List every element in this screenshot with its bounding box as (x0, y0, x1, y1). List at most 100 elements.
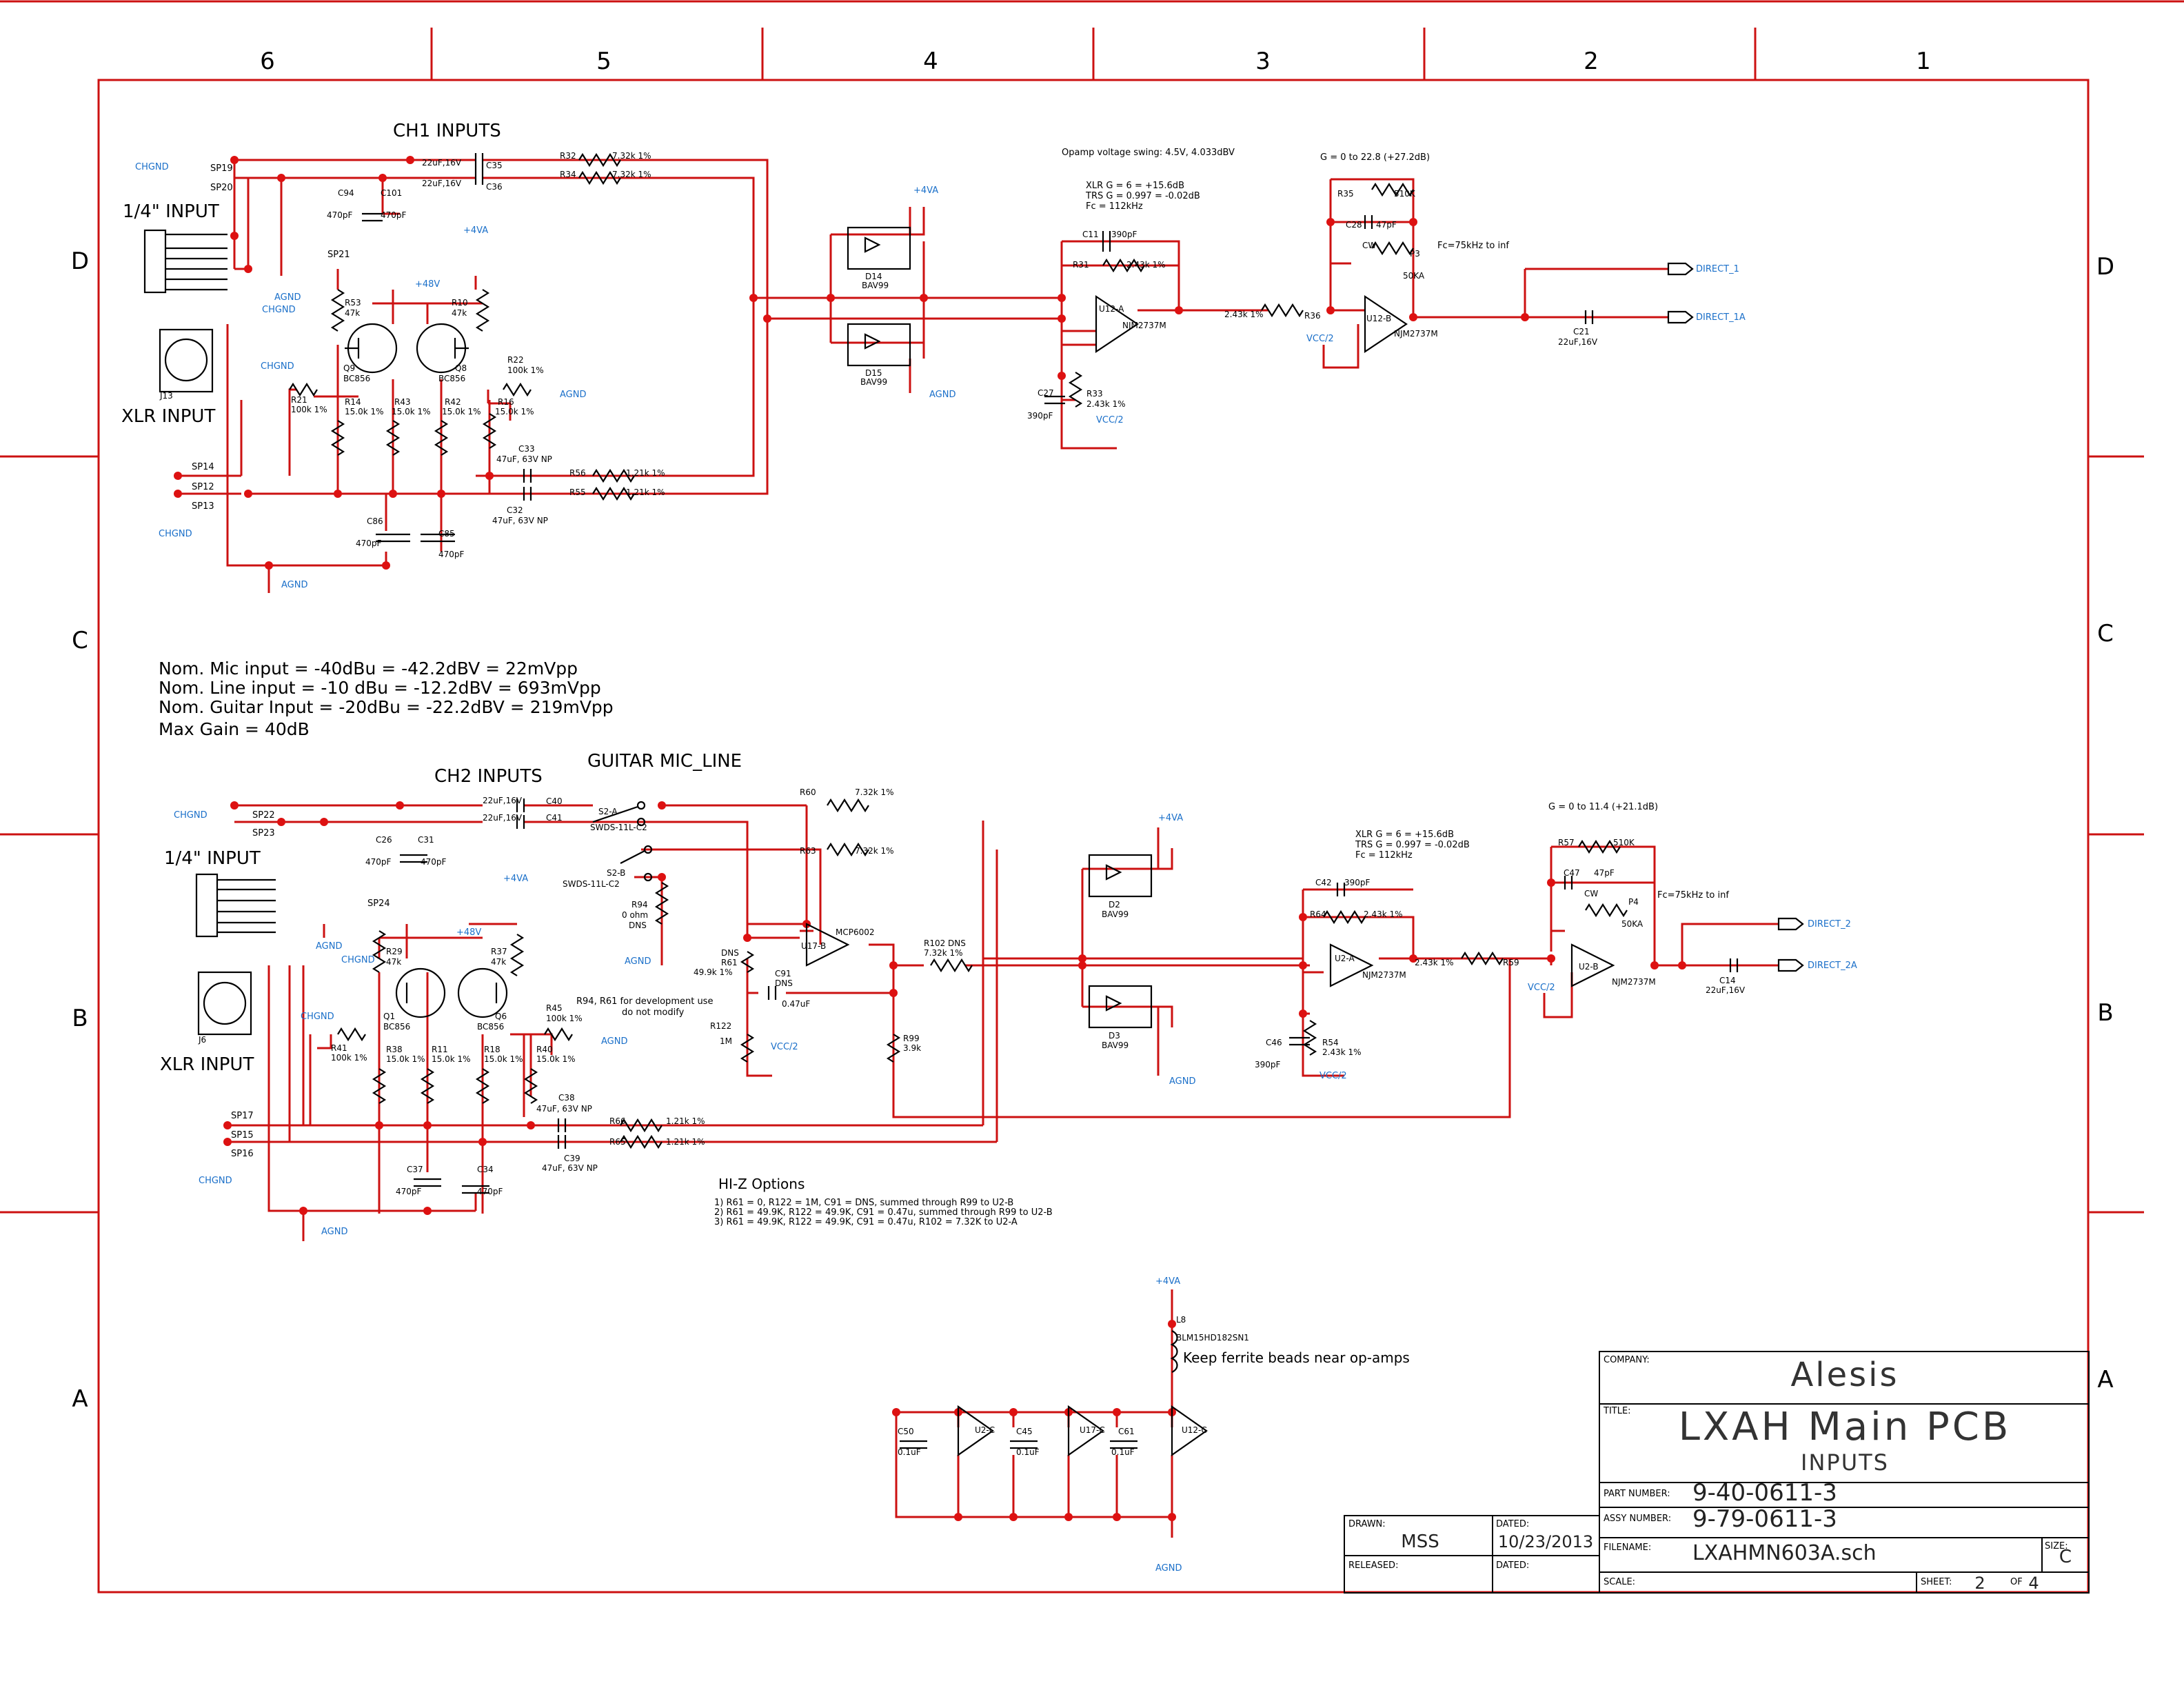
ch2-quarter-input-label: 1/4" INPUT (164, 848, 261, 869)
q9-label: Q9 (343, 363, 355, 373)
drawing-subtitle: INPUTS (1801, 1449, 1889, 1476)
r35-value: 510K (1394, 189, 1416, 199)
c39-label: C39 (564, 1154, 580, 1163)
ch2-vcc2-u17b-label: VCC/2 (771, 1042, 798, 1052)
sp16-label: SP16 (231, 1149, 254, 1159)
ch2-48v-label: +48V (456, 927, 481, 938)
direct-1a-port-label: DIRECT_1A (1696, 312, 1746, 323)
row-label-c-right: C (2097, 620, 2114, 647)
r94-value-dns: DNS (629, 921, 647, 930)
r99-label: R99 (903, 1034, 920, 1043)
guitar-mic-line-label: GUITAR MIC_LINE (587, 751, 742, 772)
p4-label: P4 (1628, 897, 1639, 907)
sp12-label: SP12 (192, 482, 214, 492)
r31-label: R31 (1073, 260, 1089, 270)
ch2-labels: CH2 INPUTS GUITAR MIC_LINE 1/4" INPUT XL… (160, 751, 1857, 1237)
d14-label: D14 (865, 272, 882, 281)
r53-label: R53 (345, 298, 361, 308)
ch2-xlr-connector-symbol (203, 981, 247, 1025)
company-name: Alesis (1790, 1356, 1899, 1394)
power-section-labels: +4VA L8 BLM15HD182SN1 Keep ferrite beads… (898, 1276, 1410, 1574)
ferrite-note: Keep ferrite beads near op-amps (1183, 1349, 1410, 1366)
c37-label: C37 (407, 1165, 423, 1174)
c21-label: C21 (1573, 327, 1590, 336)
p4-value: 50KA (1621, 919, 1644, 929)
ch1-fc-inf-note: Fc=75kHz to inf (1437, 241, 1509, 251)
c94-value: 470pF (327, 210, 353, 220)
col-label-5: 5 (596, 48, 611, 75)
u2c-label: U2-C (975, 1425, 995, 1435)
power-wires (895, 1289, 1173, 1538)
r64-value: 2.43k 1% (1364, 910, 1403, 919)
r11-value: 15.0k 1% (432, 1054, 471, 1064)
d3-label: D3 (1109, 1031, 1120, 1041)
d2-label: D2 (1109, 900, 1120, 910)
l8-label: L8 (1176, 1315, 1186, 1325)
r29-value: 47k (386, 957, 401, 967)
grid-labels: 6 5 4 3 2 1 D C B A D C B A (71, 48, 2114, 1413)
r55-label: R55 (569, 488, 586, 497)
r14-value: 15.0k 1% (345, 407, 384, 416)
note-max-gain: Max Gain = 40dB (159, 719, 310, 739)
u12a-label: U12-A (1099, 304, 1124, 314)
ch1-chgnd-top-label: CHGND (135, 162, 169, 172)
r53-value: 47k (345, 308, 360, 318)
ch1-chgnd-right-label: CHGND (261, 361, 294, 372)
r56-label: R56 (569, 468, 586, 478)
sheet-border (0, 0, 2184, 1594)
ch2-chgnd-mid-label: CHGND (341, 955, 375, 965)
ch1-xlr-input-label: XLR INPUT (121, 406, 215, 427)
r122-value: 1M (720, 1036, 732, 1046)
r38-label: R38 (386, 1045, 403, 1054)
r14-label: R14 (345, 397, 361, 407)
ch1-quarter-jack-symbol (143, 229, 167, 294)
of-value: 4 (2028, 1574, 2039, 1593)
r16-value: 15.0k 1% (495, 407, 534, 416)
c34-label: C34 (477, 1165, 494, 1174)
row-label-a-right: A (2097, 1366, 2113, 1394)
u2a-value: NJM2737M (1362, 970, 1406, 980)
c34-value: 470pF (477, 1187, 503, 1196)
ch1-4va-label: +4VA (463, 225, 488, 236)
r40-label: R40 (536, 1045, 553, 1054)
ch1-xlr-gain-note: XLR G = 6 = +15.6dB (1086, 181, 1184, 191)
c36-label: C36 (486, 182, 503, 192)
direct-2-port-label: DIRECT_2 (1808, 919, 1851, 930)
hiz-options-note: HI-Z Options 1) R61 = 0, R122 = 1M, C91 … (714, 1176, 1053, 1227)
ch2-agnd-left-label: AGND (316, 941, 342, 952)
c61-label: C61 (1118, 1427, 1135, 1436)
u17c-opamp-symbol (1067, 1405, 1104, 1457)
direct-2a-port-label: DIRECT_2A (1808, 961, 1857, 971)
row-label-b-right: B (2097, 999, 2113, 1027)
r63-value: 7.32k 1% (855, 846, 894, 856)
power-4va-label: +4VA (1155, 1276, 1180, 1287)
note-guitar-level: Nom. Guitar Input = -20dBu = -22.2dBV = … (159, 697, 614, 717)
sp19-label: SP19 (210, 163, 233, 174)
c28-value: 47pF (1376, 220, 1397, 230)
drawing-title: LXAH Main PCB (1679, 1405, 2012, 1449)
col-label-4: 4 (923, 48, 938, 75)
r57-value: 510K (1613, 838, 1635, 847)
col-label-6: 6 (260, 48, 275, 75)
sheet-label: SHEET: (1921, 1577, 1952, 1587)
row-label-d-right: D (2096, 253, 2114, 281)
l8-part: BLM15HD182SN1 (1176, 1333, 1249, 1343)
ch1-wires (178, 159, 1668, 593)
sp17-label: SP17 (231, 1111, 254, 1121)
ch2-trs-gain-note: TRS G = 0.997 = -0.02dB (1355, 840, 1470, 850)
s2b-value: SWDS-11L-C2 (563, 879, 620, 889)
col-label-3: 3 (1255, 48, 1271, 75)
ch2-wires (228, 804, 1779, 1241)
u12b-opamp-symbol (1364, 294, 1408, 354)
s2a-value: SWDS-11L-C2 (590, 823, 647, 832)
c36-value: 22uF,16V (422, 179, 462, 188)
c26-value: 470pF (365, 857, 392, 867)
q9-value: BC856 (343, 374, 370, 383)
ch1-chgnd-mid-label: CHGND (262, 305, 296, 315)
ch2-4va-diode-label: +4VA (1158, 813, 1183, 823)
sp24-label: SP24 (367, 898, 390, 909)
c85-label: C85 (438, 529, 455, 539)
ch1-fc-note: Fc = 112kHz (1086, 201, 1143, 212)
c26-label: C26 (376, 835, 392, 845)
r22-label: R22 (507, 355, 524, 365)
